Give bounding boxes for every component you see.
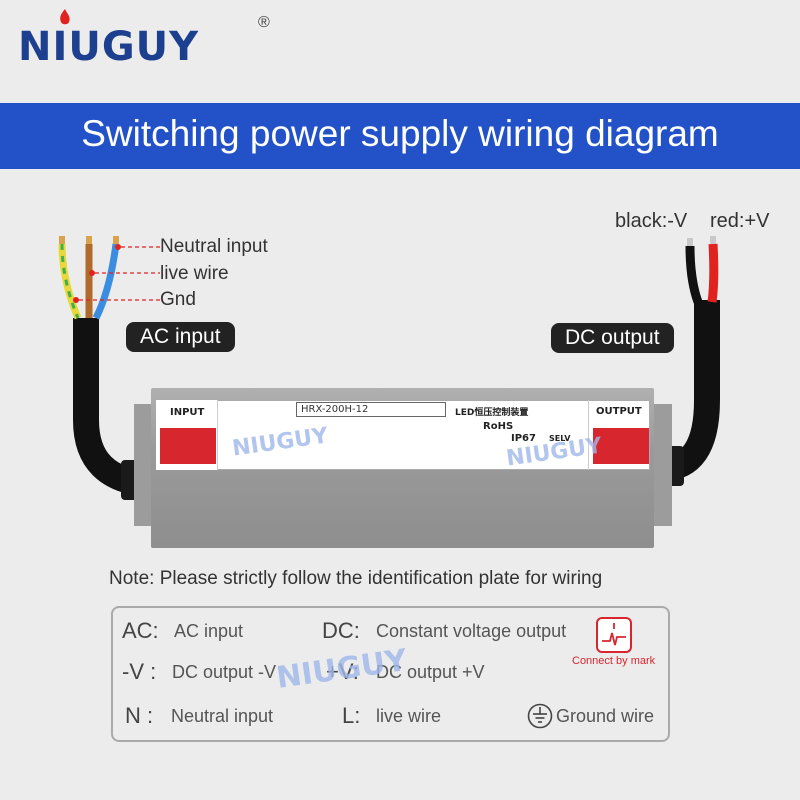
- legend-dc-key: DC:: [322, 618, 360, 643]
- legend-n-key: N :: [125, 703, 154, 728]
- legend-ground-value: Ground wire: [556, 706, 655, 726]
- legend-posv-key: +V:: [326, 659, 359, 684]
- rohs-mark: RoHS: [483, 421, 514, 432]
- black-wire-label: black:-V: [615, 210, 688, 232]
- connect-mark-icon: [596, 617, 632, 653]
- model-number: HRX-200H-12: [296, 402, 446, 417]
- ground-icon: [527, 703, 553, 729]
- flame-icon: [60, 9, 70, 25]
- selv-mark: SELV: [549, 434, 571, 443]
- output-terminal-block: [593, 428, 649, 464]
- registered-mark: ®: [258, 14, 270, 31]
- red-wire-label: red:+V: [710, 210, 770, 232]
- gnd-label: Gnd: [160, 289, 196, 310]
- legend-ac-key: AC:: [122, 618, 159, 643]
- legend-table: [111, 606, 670, 742]
- ac-input-badge: AC input: [126, 322, 235, 352]
- output-title: OUTPUT: [596, 406, 642, 417]
- legend-negv-value: DC output -V: [172, 662, 277, 682]
- legend-ac-value: AC input: [174, 621, 244, 641]
- legend-negv-key: -V :: [122, 659, 157, 684]
- output-section: OUTPUT: [588, 400, 650, 470]
- page-title: Switching power supply wiring diagram: [81, 113, 719, 154]
- mounting-flange-left: [134, 404, 156, 526]
- legend-l-key: L:: [342, 703, 361, 728]
- input-title: INPUT: [170, 407, 205, 418]
- legend-n-value: Neutral input: [171, 706, 274, 726]
- ip-rating: IP67: [511, 433, 536, 444]
- live-wire-label: live wire: [160, 263, 229, 284]
- dc-output-badge: DC output: [551, 323, 674, 353]
- neutral-input-label: Neutral input: [160, 236, 268, 257]
- input-terminal-block: [160, 428, 216, 464]
- legend-posv-value: DC output +V: [376, 662, 485, 682]
- brand-logo: NIUGUY: [18, 24, 200, 70]
- input-section: INPUT: [156, 400, 218, 470]
- mounting-flange-right: [650, 404, 672, 526]
- legend-dc-value: Constant voltage output: [376, 621, 567, 641]
- plate-title: LED恒压控制装置: [455, 408, 529, 418]
- connect-by-mark-label: Connect by mark: [572, 655, 656, 667]
- title-banner: [0, 103, 800, 169]
- legend-l-value: live wire: [376, 706, 442, 726]
- wiring-note: Note: Please strictly follow the identif…: [109, 568, 603, 589]
